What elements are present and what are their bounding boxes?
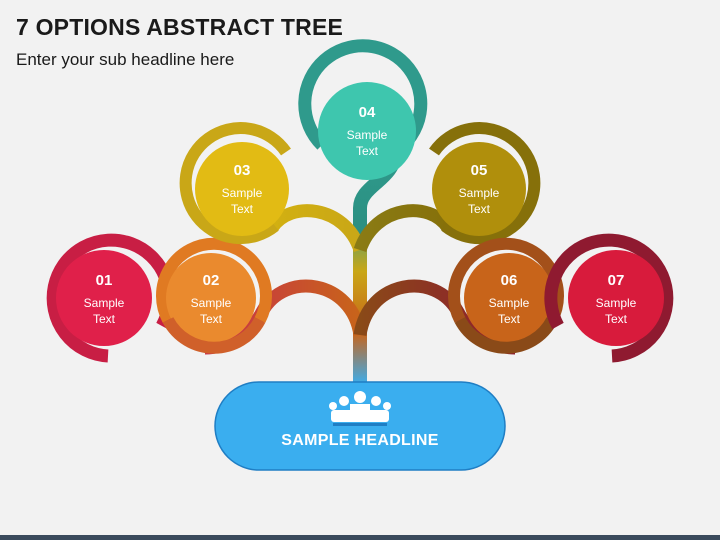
people-group-icon (329, 391, 391, 426)
headline-text: SAMPLE HEADLINE (281, 432, 439, 449)
page-subtitle: Enter your sub headline here (16, 50, 235, 69)
node-06-circle (464, 253, 554, 343)
node-03-ring (179, 122, 291, 245)
footer-bar (0, 535, 720, 540)
node-07-number: 07 (607, 272, 625, 289)
node-03 (179, 122, 291, 245)
page-title: 7 OPTIONS ABSTRACT TREE (16, 14, 344, 40)
node-05 (429, 122, 541, 245)
node-01-circle (56, 250, 152, 346)
node-05-ring (429, 122, 541, 245)
node-06 (448, 237, 564, 354)
node-04-circle (318, 82, 416, 180)
tree-trunk (353, 210, 367, 385)
node-01-number: 01 (95, 272, 113, 289)
node-04-ring (298, 39, 428, 158)
node-05-number: 05 (470, 162, 488, 179)
node-03-circle (195, 142, 289, 236)
node-02-circle (166, 253, 256, 343)
node-07-circle (568, 250, 664, 346)
node-06-ring-lower (454, 316, 558, 354)
node-02-ring-lower (162, 316, 266, 354)
node-04 (298, 39, 428, 180)
node-06-number: 06 (500, 272, 518, 289)
node-02 (156, 237, 272, 354)
node-07 (544, 233, 674, 363)
node-02-ring (156, 237, 272, 323)
node-04-number: 04 (358, 104, 376, 121)
node-03-number: 03 (233, 162, 251, 179)
branch-03 (266, 204, 367, 253)
branch-05 (353, 204, 454, 253)
node-02-number: 02 (202, 272, 220, 289)
node-05-circle (432, 142, 526, 236)
node-07-ring (544, 233, 674, 363)
